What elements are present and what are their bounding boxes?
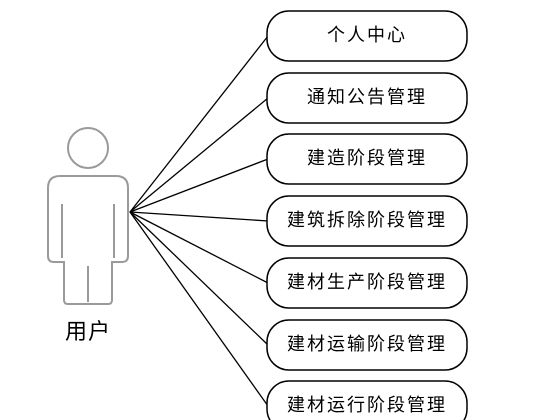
use-case-box-3 — [266, 133, 468, 185]
association-line-2 — [129, 97, 269, 213]
use-case-label-material-transport-stage: 建材运输阶段管理 — [287, 334, 447, 355]
use-case-box-1 — [266, 10, 468, 62]
use-case-box-7 — [266, 380, 468, 420]
use-case-label-demolition-stage: 建筑拆除阶段管理 — [287, 210, 447, 231]
use-case-label-material-production-stage: 建材生产阶段管理 — [287, 272, 447, 293]
use-case-label-construction-stage: 建造阶段管理 — [307, 148, 427, 169]
use-case-boxes — [266, 10, 468, 420]
stick-person-icon — [47, 127, 129, 305]
use-case-box-6 — [266, 319, 468, 371]
association-line-7 — [129, 211, 269, 407]
association-line-4 — [129, 211, 269, 222]
use-case-label-notice-management: 通知公告管理 — [307, 87, 427, 108]
association-line-1 — [129, 35, 269, 213]
association-line-5 — [129, 211, 269, 284]
use-case-box-2 — [266, 72, 468, 124]
use-case-label-personal-center: 个人中心 — [327, 25, 407, 46]
association-lines — [129, 35, 269, 407]
actor-label: 用户 — [64, 320, 111, 345]
association-line-3 — [129, 158, 269, 213]
use-case-box-5 — [266, 257, 468, 309]
use-case-box-4 — [266, 195, 468, 247]
use-case-label-material-operation-stage: 建材运行阶段管理 — [287, 395, 447, 416]
association-line-6 — [129, 211, 269, 346]
